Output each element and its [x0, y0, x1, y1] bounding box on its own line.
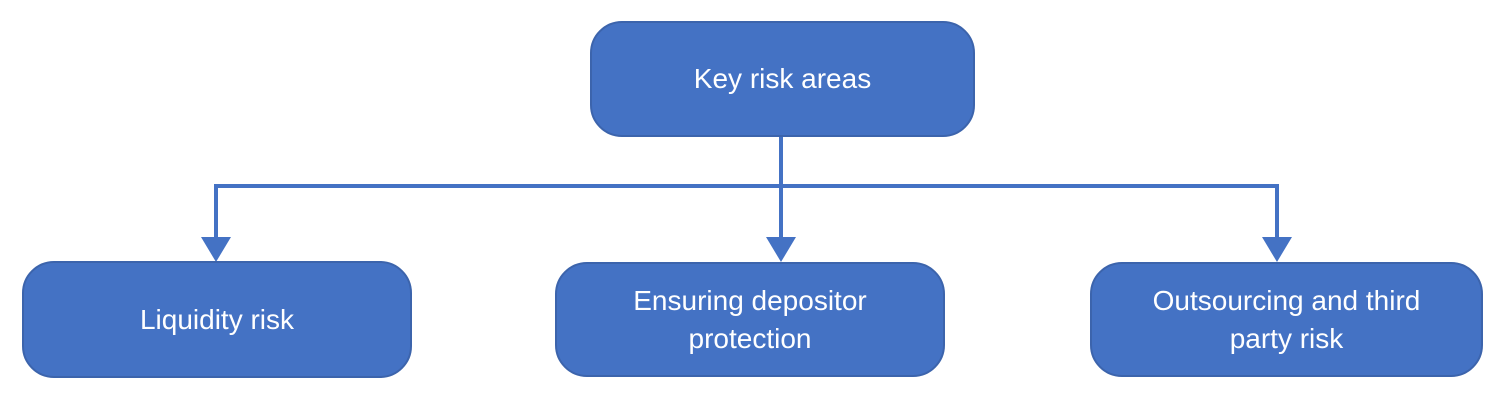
- node-label: Liquidity risk: [139, 303, 295, 335]
- arrowhead-right: [1262, 237, 1292, 262]
- node-outsourcing-third-party-risk: Outsourcing and third party risk: [1090, 262, 1483, 377]
- arrowhead-middle: [766, 237, 796, 262]
- node-liquidity-risk: Liquidity risk: [22, 261, 412, 378]
- node-label: Ensuring depositor protection: [633, 284, 867, 354]
- node-ensuring-depositor-protection: Ensuring depositor protection: [555, 262, 945, 377]
- node-label: Key risk areas: [693, 63, 872, 95]
- node-label: Outsourcing and third party risk: [1152, 284, 1421, 354]
- arrowhead-left: [201, 237, 231, 262]
- node-key-risk-areas: Key risk areas: [590, 21, 975, 137]
